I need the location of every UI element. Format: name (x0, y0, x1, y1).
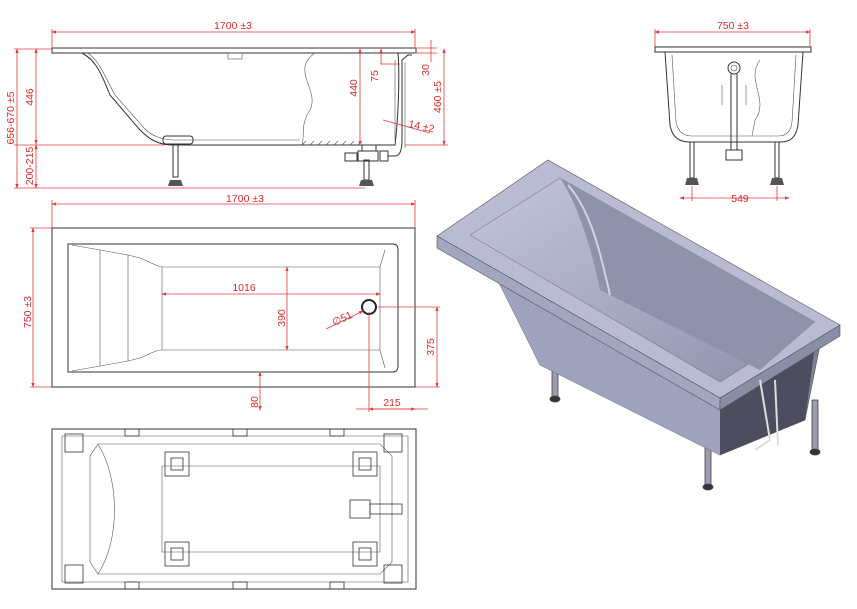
side-drain-siphon (344, 54, 412, 162)
side-leg-height-label: 200-215 (24, 147, 36, 186)
side-depth-inner-label: 440 (348, 79, 360, 97)
bottom-view (51, 428, 417, 590)
plan-outline (51, 227, 416, 388)
plan-length-label: 1700 ±3 (226, 193, 264, 205)
plan-width-label: 750 ±3 (22, 296, 34, 328)
side-view: 1700 ±3 656-670 ±5 446 200-215 440 75 30… (5, 20, 448, 189)
side-wall-thickness-label: 14 ±2 (407, 118, 435, 135)
side-depth-outer-label: 446 (24, 88, 36, 106)
side-total-height-label: 656-670 ±5 (5, 91, 17, 144)
plan-drain-diameter-label: ∅51 (330, 309, 354, 328)
end-width-label: 750 ±3 (717, 20, 749, 32)
side-length-label: 1700 ±3 (214, 20, 252, 32)
bottom-leg-brackets (64, 428, 403, 590)
plan-view: 1700 ±3 750 ±3 1016 390 ∅51 375 215 80 (22, 193, 440, 412)
end-view: 750 ±3 549 (654, 20, 812, 205)
plan-drain-from-end-label: 215 (383, 397, 401, 409)
iso-legs (549, 364, 821, 491)
iso-siphon (754, 379, 779, 451)
end-leg-span-label: 549 (731, 193, 749, 205)
end-overflow-icon (727, 61, 741, 75)
side-end-height-label: 460 ±5 (432, 81, 444, 113)
side-tub-body (81, 52, 400, 146)
end-legs (685, 141, 784, 185)
side-leg-right (359, 159, 374, 186)
side-rim-thickness-label: 30 (420, 64, 432, 76)
side-rim (51, 47, 417, 54)
plan-bottom-width-label: 390 (276, 309, 288, 327)
plan-rim-width-label: 80 (249, 396, 261, 408)
isometric-view (436, 159, 841, 491)
plan-bottom-length-label: 1016 (232, 282, 256, 294)
plan-drain-icon (361, 299, 377, 315)
plan-drain-from-side-label: 375 (425, 338, 437, 356)
side-headrest-pad (162, 135, 194, 145)
side-leg-left (168, 144, 183, 186)
side-overflow-label: 75 (369, 70, 381, 82)
